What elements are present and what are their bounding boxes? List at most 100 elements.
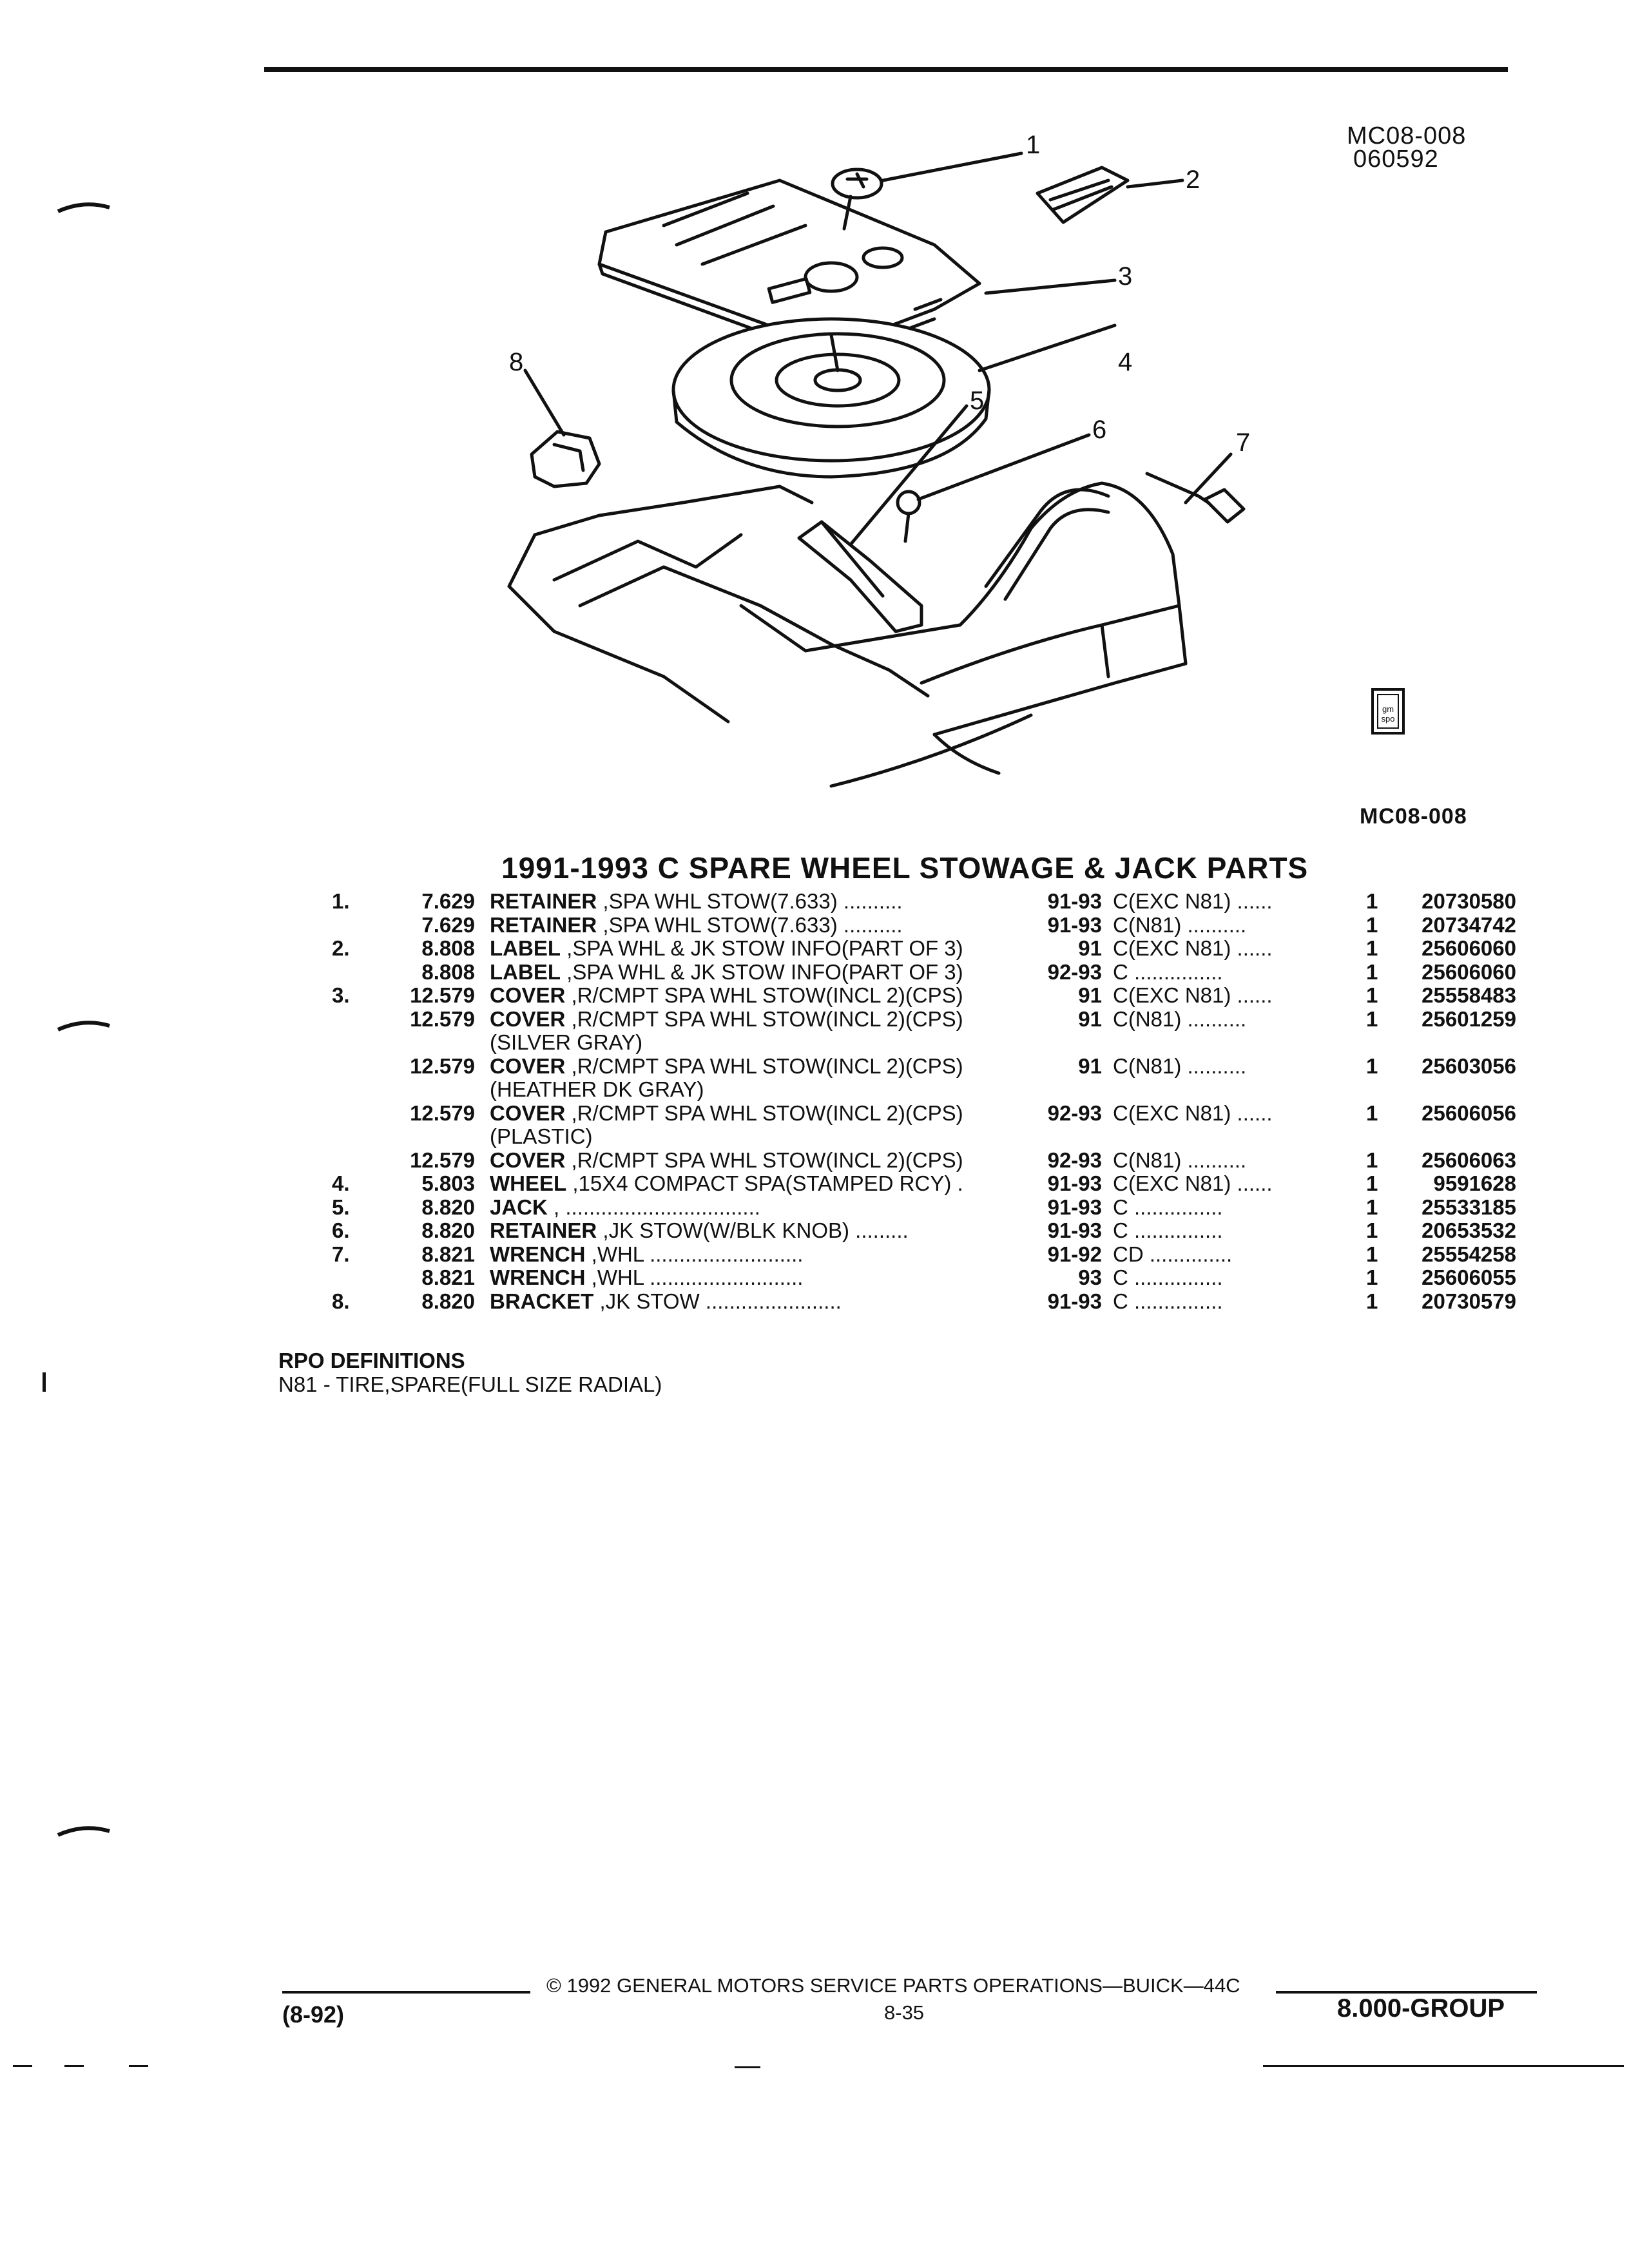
row-index: 7. (332, 1242, 350, 1266)
row-part-name: WHEEL (490, 1171, 567, 1195)
row-part-desc: ,JK STOW(W/BLK KNOB) ......... (602, 1218, 909, 1242)
row-reference: 8.821 (421, 1265, 475, 1289)
row-quantity: 1 (1366, 1218, 1378, 1242)
row-part-desc: ,JK STOW ....................... (599, 1289, 842, 1313)
row-models: C(N81) .......... (1113, 1053, 1247, 1078)
scan-artifact-dash-3 (129, 2065, 148, 2067)
row-reference: 8.820 (421, 1195, 475, 1219)
row-part-desc: ,WHL .......................... (591, 1265, 804, 1289)
row-reference: 8.808 (421, 959, 475, 984)
row-part-desc: ,R/CMPT SPA WHL STOW(INCL 2)(CPS) (571, 983, 963, 1007)
row-quantity: 1 (1366, 936, 1378, 960)
row-part-name: LABEL (490, 959, 561, 984)
row-years: 91-93 (1047, 1171, 1102, 1195)
row-part-desc: ,R/CMPT SPA WHL STOW(INCL 2)(CPS) (571, 1006, 963, 1031)
row-years: 91-92 (1047, 1242, 1102, 1266)
row-part-number: 25606060 (1422, 936, 1516, 960)
row-quantity: 1 (1366, 1289, 1378, 1313)
row-sub-description: (PLASTIC) (490, 1124, 593, 1148)
figure-code-repeat: MC08-008 (1360, 804, 1467, 829)
row-models: C ............... (1113, 1289, 1223, 1313)
row-part-desc: ,SPA WHL STOW(7.633) .......... (602, 889, 903, 913)
row-reference: 8.808 (421, 936, 475, 960)
row-description: RETAINER ,SPA WHL STOW(7.633) .......... (490, 913, 903, 937)
row-years: 91-93 (1047, 1195, 1102, 1219)
callout-7: 7 (1236, 428, 1250, 457)
scan-artifact-dash-4 (735, 2066, 760, 2068)
row-reference: 12.579 (410, 983, 475, 1007)
callout-8: 8 (509, 348, 523, 376)
row-part-desc: ,R/CMPT SPA WHL STOW(INCL 2)(CPS) (571, 1053, 963, 1078)
row-part-number: 20730580 (1422, 889, 1516, 913)
row-reference: 7.629 (421, 912, 475, 937)
row-years: 91 (1078, 1006, 1102, 1031)
row-sub-description: (SILVER GRAY) (490, 1030, 643, 1054)
rpo-definition: N81 - TIRE,SPARE(FULL SIZE RADIAL) (278, 1372, 662, 1396)
row-index: 1. (332, 889, 350, 913)
row-part-desc: ,SPA WHL & JK STOW INFO(PART OF 3) (566, 959, 963, 984)
figure-date: 060592 (1353, 146, 1439, 173)
figure-code: MC08-008 (1347, 122, 1467, 149)
row-models: C ............... (1113, 959, 1223, 984)
row-part-desc: ,R/CMPT SPA WHL STOW(INCL 2)(CPS) (571, 1148, 963, 1172)
footer-rule-right (1276, 1991, 1537, 1994)
row-description: RETAINER ,JK STOW(W/BLK KNOB) ......... (490, 1218, 909, 1243)
margin-mark-1 (57, 202, 110, 213)
row-part-name: RETAINER (490, 1218, 597, 1242)
top-rule (264, 67, 1508, 72)
row-part-number: 25558483 (1422, 983, 1516, 1007)
row-years: 91-93 (1047, 1289, 1102, 1313)
row-quantity: 1 (1366, 1265, 1378, 1289)
row-part-number: 25606055 (1422, 1265, 1516, 1289)
row-part-number: 25554258 (1422, 1242, 1516, 1266)
row-models: C ............... (1113, 1218, 1223, 1242)
row-description: WRENCH ,WHL .......................... (490, 1242, 803, 1267)
row-quantity: 1 (1366, 889, 1378, 913)
row-part-number: 25606060 (1422, 959, 1516, 984)
scan-artifact-dash-2 (64, 2065, 84, 2067)
row-models: C(EXC N81) ...... (1113, 1171, 1273, 1195)
row-models: C(EXC N81) ...... (1113, 983, 1273, 1007)
row-part-desc: ,SPA WHL & JK STOW INFO(PART OF 3) (566, 936, 963, 960)
row-years: 91-93 (1047, 1218, 1102, 1242)
row-quantity: 1 (1366, 983, 1378, 1007)
footer-group: 8.000-GROUP (1337, 1994, 1505, 2023)
scan-artifact-line (1263, 2065, 1624, 2067)
row-quantity: 1 (1366, 1100, 1378, 1125)
footer-date-code: (8-92) (282, 2001, 345, 2028)
section-title: 1991-1993 C SPARE WHEEL STOWAGE & JACK P… (501, 851, 1309, 885)
row-reference: 8.820 (421, 1289, 475, 1313)
row-part-name: COVER (490, 1006, 566, 1031)
row-quantity: 1 (1366, 1148, 1378, 1172)
row-part-name: WRENCH (490, 1242, 586, 1266)
row-part-number: 9591628 (1433, 1171, 1516, 1195)
row-years: 92-93 (1047, 1148, 1102, 1172)
footer-copyright: © 1992 GENERAL MOTORS SERVICE PARTS OPER… (546, 1974, 1240, 1997)
row-index: 6. (332, 1218, 350, 1242)
row-part-desc: ,15X4 COMPACT SPA(STAMPED RCY) . (572, 1171, 963, 1195)
row-part-name: COVER (490, 1148, 566, 1172)
row-description: COVER ,R/CMPT SPA WHL STOW(INCL 2)(CPS) (490, 1007, 963, 1032)
row-reference: 12.579 (410, 1100, 475, 1125)
row-index: 2. (332, 936, 350, 960)
row-years: 91 (1078, 936, 1102, 960)
row-sub-description: (HEATHER DK GRAY) (490, 1077, 704, 1101)
row-description: JACK , ................................. (490, 1195, 760, 1220)
row-part-number: 25603056 (1422, 1053, 1516, 1078)
footer-rule-left (282, 1991, 530, 1994)
row-quantity: 1 (1366, 912, 1378, 937)
row-years: 92-93 (1047, 959, 1102, 984)
row-models: C(EXC N81) ...... (1113, 889, 1273, 913)
callout-1: 1 (1026, 131, 1040, 159)
row-quantity: 1 (1366, 959, 1378, 984)
margin-tick (43, 1372, 46, 1392)
row-description: WHEEL ,15X4 COMPACT SPA(STAMPED RCY) . (490, 1171, 963, 1196)
row-quantity: 1 (1366, 1195, 1378, 1219)
row-years: 92-93 (1047, 1100, 1102, 1125)
row-part-number: 20730579 (1422, 1289, 1516, 1313)
rpo-heading: RPO DEFINITIONS (278, 1349, 465, 1372)
row-part-name: WRENCH (490, 1265, 586, 1289)
row-index: 4. (332, 1171, 350, 1195)
row-description: WRENCH ,WHL .......................... (490, 1265, 803, 1290)
margin-mark-3 (57, 1826, 110, 1837)
